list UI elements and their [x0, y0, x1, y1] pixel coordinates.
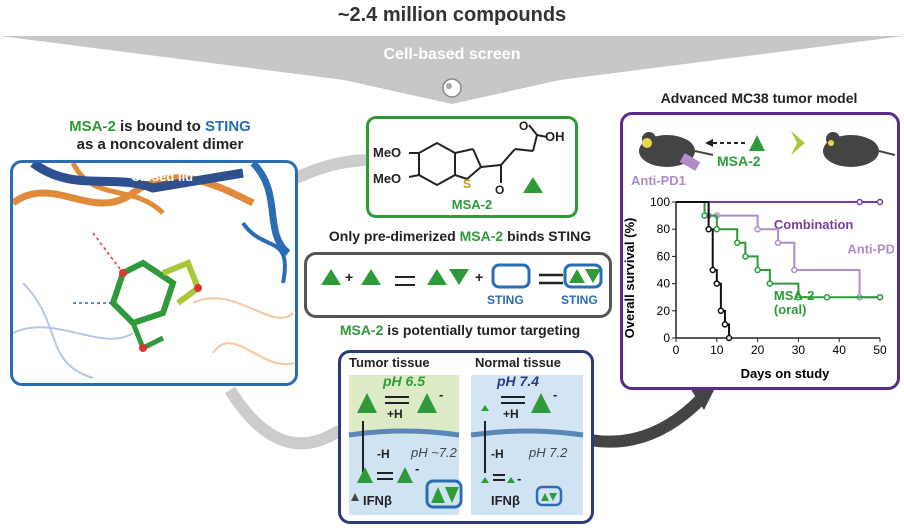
protein-structure-image [13, 163, 295, 379]
y-tick-label: 20 [657, 304, 671, 318]
model-title: Advanced MC38 tumor model [660, 90, 858, 106]
plus-h-normal: +H [503, 407, 519, 421]
methoxy-1: MeO [373, 145, 402, 160]
survival-point [721, 321, 729, 328]
survival-point [754, 266, 761, 274]
molecule-name: MSA-2 [451, 197, 493, 212]
targeting-title: MSA-2 is potentially tumor targeting [300, 322, 620, 338]
x-tick-label: 50 [873, 343, 887, 357]
survival-point [701, 212, 708, 219]
y-tick-label: 0 [663, 331, 670, 345]
tumor-ph-label: pH 6.5 [383, 373, 426, 389]
mouse-illustrations [639, 131, 896, 171]
series-label: (oral) [774, 302, 807, 317]
minus-h-tumor: -H [377, 447, 390, 461]
survival-point [725, 334, 733, 342]
y-tick-label: 80 [657, 222, 671, 236]
normal-ph-label: pH 7.4 [497, 373, 540, 389]
targeting-title-rest: is potentially tumor targeting [383, 322, 581, 338]
survival-point [856, 198, 863, 206]
charge-sign-4: - [517, 471, 522, 486]
x-tick-label: 10 [710, 343, 724, 357]
survival-point [791, 266, 798, 274]
molecule-box: MeO MeO OH O O S MSA-2 [366, 116, 578, 218]
ifn-tumor-label: IFNβ [363, 493, 392, 508]
survival-point [823, 293, 831, 301]
oxygen-label-2: O [495, 183, 505, 197]
model-panel: MSA-2 Anti-PD1 [620, 112, 900, 390]
survival-point [713, 225, 721, 233]
dimer-box: + + STING STING [304, 252, 612, 318]
methoxy-2: MeO [373, 171, 402, 186]
y-tick-label: 60 [657, 249, 671, 263]
model-antipd1-label: Anti-PD1 [631, 173, 686, 188]
plus-h-tumor: +H [387, 407, 403, 421]
charge-sign-3: - [415, 461, 420, 476]
survival-point [713, 280, 721, 287]
oxygen-label-1: O [519, 119, 529, 133]
survival-point [795, 293, 802, 301]
chart-axes: 0 20 40 60 80 100 0 10 20 30 40 50 [650, 195, 887, 357]
tissue-diagram [348, 375, 584, 515]
survival-point [717, 307, 725, 315]
x-tick-label: 30 [792, 343, 806, 357]
y-tick-label: 40 [657, 277, 671, 291]
charge-sign-2: - [553, 387, 558, 402]
survival-point [876, 198, 884, 206]
x-tick-label: 40 [833, 343, 847, 357]
survival-point [705, 225, 712, 233]
dimer-title-msa2: MSA-2 [459, 228, 504, 244]
caption-msa2: MSA-2 [69, 118, 116, 135]
model-msa2-label: MSA-2 [717, 153, 761, 169]
x-axis-label: Days on study [741, 366, 831, 381]
caption-mid: is bound to [115, 118, 205, 135]
y-tick-label: 100 [650, 195, 670, 209]
series-label: MSA-2 [774, 288, 814, 303]
normal-tissue-label: Normal tissue [475, 355, 561, 370]
x-tick-label: 20 [751, 343, 765, 357]
dimer-equilibrium [321, 263, 603, 289]
crystal-structure-panel: Closed lid [10, 160, 298, 386]
closed-lid-label: Closed lid [131, 169, 194, 184]
series-label: Anti-PD1 [847, 242, 894, 257]
normal-inner-ph: pH 7.2 [529, 445, 568, 460]
ifn-normal-label: IFNβ [491, 493, 520, 508]
sting-label-1: STING [487, 293, 524, 307]
targeting-title-msa2: MSA-2 [339, 322, 384, 338]
survival-point [733, 239, 741, 247]
dimer-title: Only pre-dimerized MSA-2 binds STING [300, 228, 620, 244]
x-tick-label: 0 [673, 343, 680, 357]
survival-point [774, 239, 782, 247]
survival-line [676, 201, 731, 338]
hydroxyl-label: OH [545, 129, 565, 144]
minus-h-normal: -H [491, 447, 504, 461]
tissue-panel: Tumor tissue Normal tissue pH 6.5 pH 7.4… [338, 350, 594, 524]
sulfur-label: S [463, 177, 472, 191]
tumor-tissue-label: Tumor tissue [349, 355, 430, 370]
caption-line2: as a noncovalent dimer [76, 136, 244, 153]
survival-point [876, 293, 884, 301]
tumor-inner-ph: pH ~7.2 [411, 445, 457, 460]
series-label: Combination [774, 217, 853, 232]
plus-sign-1: + [345, 269, 354, 285]
funnel-graphic [0, 36, 904, 104]
y-axis-label: Overall survival (%) [622, 218, 637, 339]
charge-sign-1: - [439, 387, 444, 402]
page-title: ~2.4 million compounds [337, 4, 567, 26]
dimer-title-c: binds STING [503, 228, 592, 244]
sting-label-2: STING [561, 293, 598, 307]
survival-point [709, 266, 716, 274]
caption-sting: STING [204, 118, 251, 135]
screen-label: Cell-based screen [383, 46, 521, 63]
survival-point [742, 253, 749, 260]
structure-caption: MSA-2 is bound to STING as a noncovalent… [20, 118, 300, 154]
plus-sign-2: + [475, 269, 484, 285]
survival-point [754, 225, 761, 233]
msa2-structure [408, 124, 548, 193]
survival-chart: 0 20 40 60 80 100 0 10 20 30 40 50 CombinationAnti-… [622, 195, 894, 381]
survival-point [766, 280, 774, 287]
dimer-title-a: Only pre-dimerized [328, 228, 460, 244]
